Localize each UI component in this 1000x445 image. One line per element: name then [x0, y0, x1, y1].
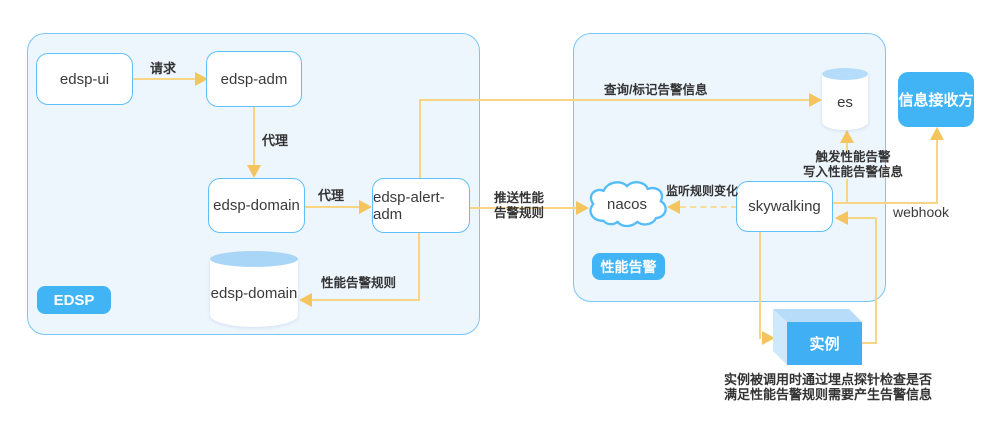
- edge-query-arrowhead: [809, 93, 822, 107]
- node-skywalking-label: skywalking: [748, 198, 821, 215]
- edge-report-vline: [875, 218, 877, 344]
- edge-trigger-arrowhead: [840, 130, 854, 143]
- edge-request-line: [133, 78, 197, 80]
- nacos-cloud-icon: [589, 181, 667, 228]
- perf-alert-group-badge-label: 性能告警: [600, 258, 657, 275]
- edge-label-query-mark-alert: 查询/标记告警信息: [604, 83, 708, 97]
- edge-push-arrowhead: [576, 201, 589, 215]
- edge-webhook-vline: [936, 133, 938, 204]
- edge-report-hline-top: [848, 217, 876, 219]
- node-message-receiver: 信息接收方: [898, 72, 974, 127]
- cylinder-top: [822, 68, 868, 80]
- es-db-label: es: [837, 94, 853, 111]
- node-nacos-label: nacos: [606, 195, 648, 213]
- edge-label-listen-rule-change: 监听规则变化: [666, 184, 739, 198]
- es-database-cylinder-icon: es: [822, 68, 868, 132]
- edge-push-line: [470, 207, 577, 209]
- edge-trigger-vline-top: [846, 142, 848, 151]
- edge-label-push-rules-line2: 告警规则: [494, 206, 545, 220]
- edge-label-trigger-alert-line2: 写入性能告警信息: [803, 165, 904, 179]
- edsp-domain-db-label: edsp-domain: [210, 285, 298, 302]
- edsp-domain-database-cylinder-icon: edsp-domain: [210, 251, 298, 330]
- node-skywalking: skywalking: [736, 181, 833, 232]
- edge-report-hline-bottom: [861, 342, 877, 344]
- perf-alert-group-badge: 性能告警: [592, 253, 665, 280]
- edge-probe-arrowhead: [762, 331, 775, 345]
- node-edsp-alert-adm-label: edsp-alert-adm: [373, 188, 445, 223]
- edge-perf-rule-arrowhead: [299, 293, 312, 307]
- edge-webhook-arrowhead: [930, 127, 944, 140]
- edge-proxy2-line: [305, 206, 360, 208]
- instance-footnote-line1: 实例被调用时通过埋点探针检查是否: [724, 372, 933, 387]
- edge-label-push-rules: 推送性能 告警规则: [494, 191, 544, 221]
- node-edsp-adm-label: edsp-adm: [220, 70, 288, 88]
- edge-label-webhook: webhook: [893, 204, 950, 220]
- cylinder-body: [210, 259, 298, 327]
- edge-request-arrowhead: [195, 72, 208, 86]
- edge-listen-arrowhead: [667, 200, 680, 214]
- node-edsp-domain-label: edsp-domain: [213, 197, 300, 214]
- edge-proxy1-arrowhead: [247, 165, 261, 178]
- cylinder-body: [822, 74, 868, 130]
- node-edsp-alert-adm: edsp-alert-adm: [372, 178, 470, 233]
- edge-label-push-rules-line1: 推送性能: [494, 191, 545, 205]
- edsp-group-badge: EDSP: [37, 286, 111, 314]
- instance-footnote-line2: 满足性能告警规则需要产生告警信息: [724, 387, 933, 402]
- node-instance-label: 实例: [809, 336, 840, 353]
- edge-label-trigger-alert-line1: 触发性能告警: [815, 150, 891, 164]
- edge-perf-rule-hline: [311, 299, 420, 301]
- node-edsp-adm: edsp-adm: [206, 51, 302, 107]
- edge-label-trigger-alert: 触发性能告警 写入性能告警信息: [803, 150, 903, 180]
- edge-report-arrowhead: [835, 211, 848, 225]
- edge-query-vline: [419, 100, 421, 178]
- edge-label-proxy-1: 代理: [262, 133, 289, 148]
- edge-label-request: 请求: [150, 61, 177, 76]
- edge-proxy1-line: [253, 107, 255, 166]
- edge-webhook-hline: [832, 202, 938, 204]
- edge-label-proxy-2: 代理: [318, 188, 345, 203]
- edge-perf-rule-vline: [418, 233, 420, 301]
- node-message-receiver-label: 信息接收方: [898, 92, 974, 109]
- edge-proxy2-arrowhead: [359, 200, 372, 214]
- edge-trigger-vline-bottom: [846, 179, 848, 203]
- edsp-group-badge-label: EDSP: [53, 291, 95, 309]
- edge-query-hline: [419, 99, 810, 101]
- edge-listen-dashed-line: [680, 206, 737, 208]
- instance-cube-icon: [773, 309, 862, 365]
- cylinder-top: [210, 251, 298, 267]
- edge-probe-down-line: [759, 232, 761, 339]
- node-edsp-ui-label: edsp-ui: [59, 70, 110, 88]
- edge-label-perf-rule: 性能告警规则: [321, 276, 397, 290]
- instance-footnote: 实例被调用时通过埋点探针检查是否 满足性能告警规则需要产生告警信息: [724, 372, 932, 402]
- node-edsp-ui: edsp-ui: [36, 53, 133, 105]
- node-edsp-domain: edsp-domain: [208, 178, 305, 233]
